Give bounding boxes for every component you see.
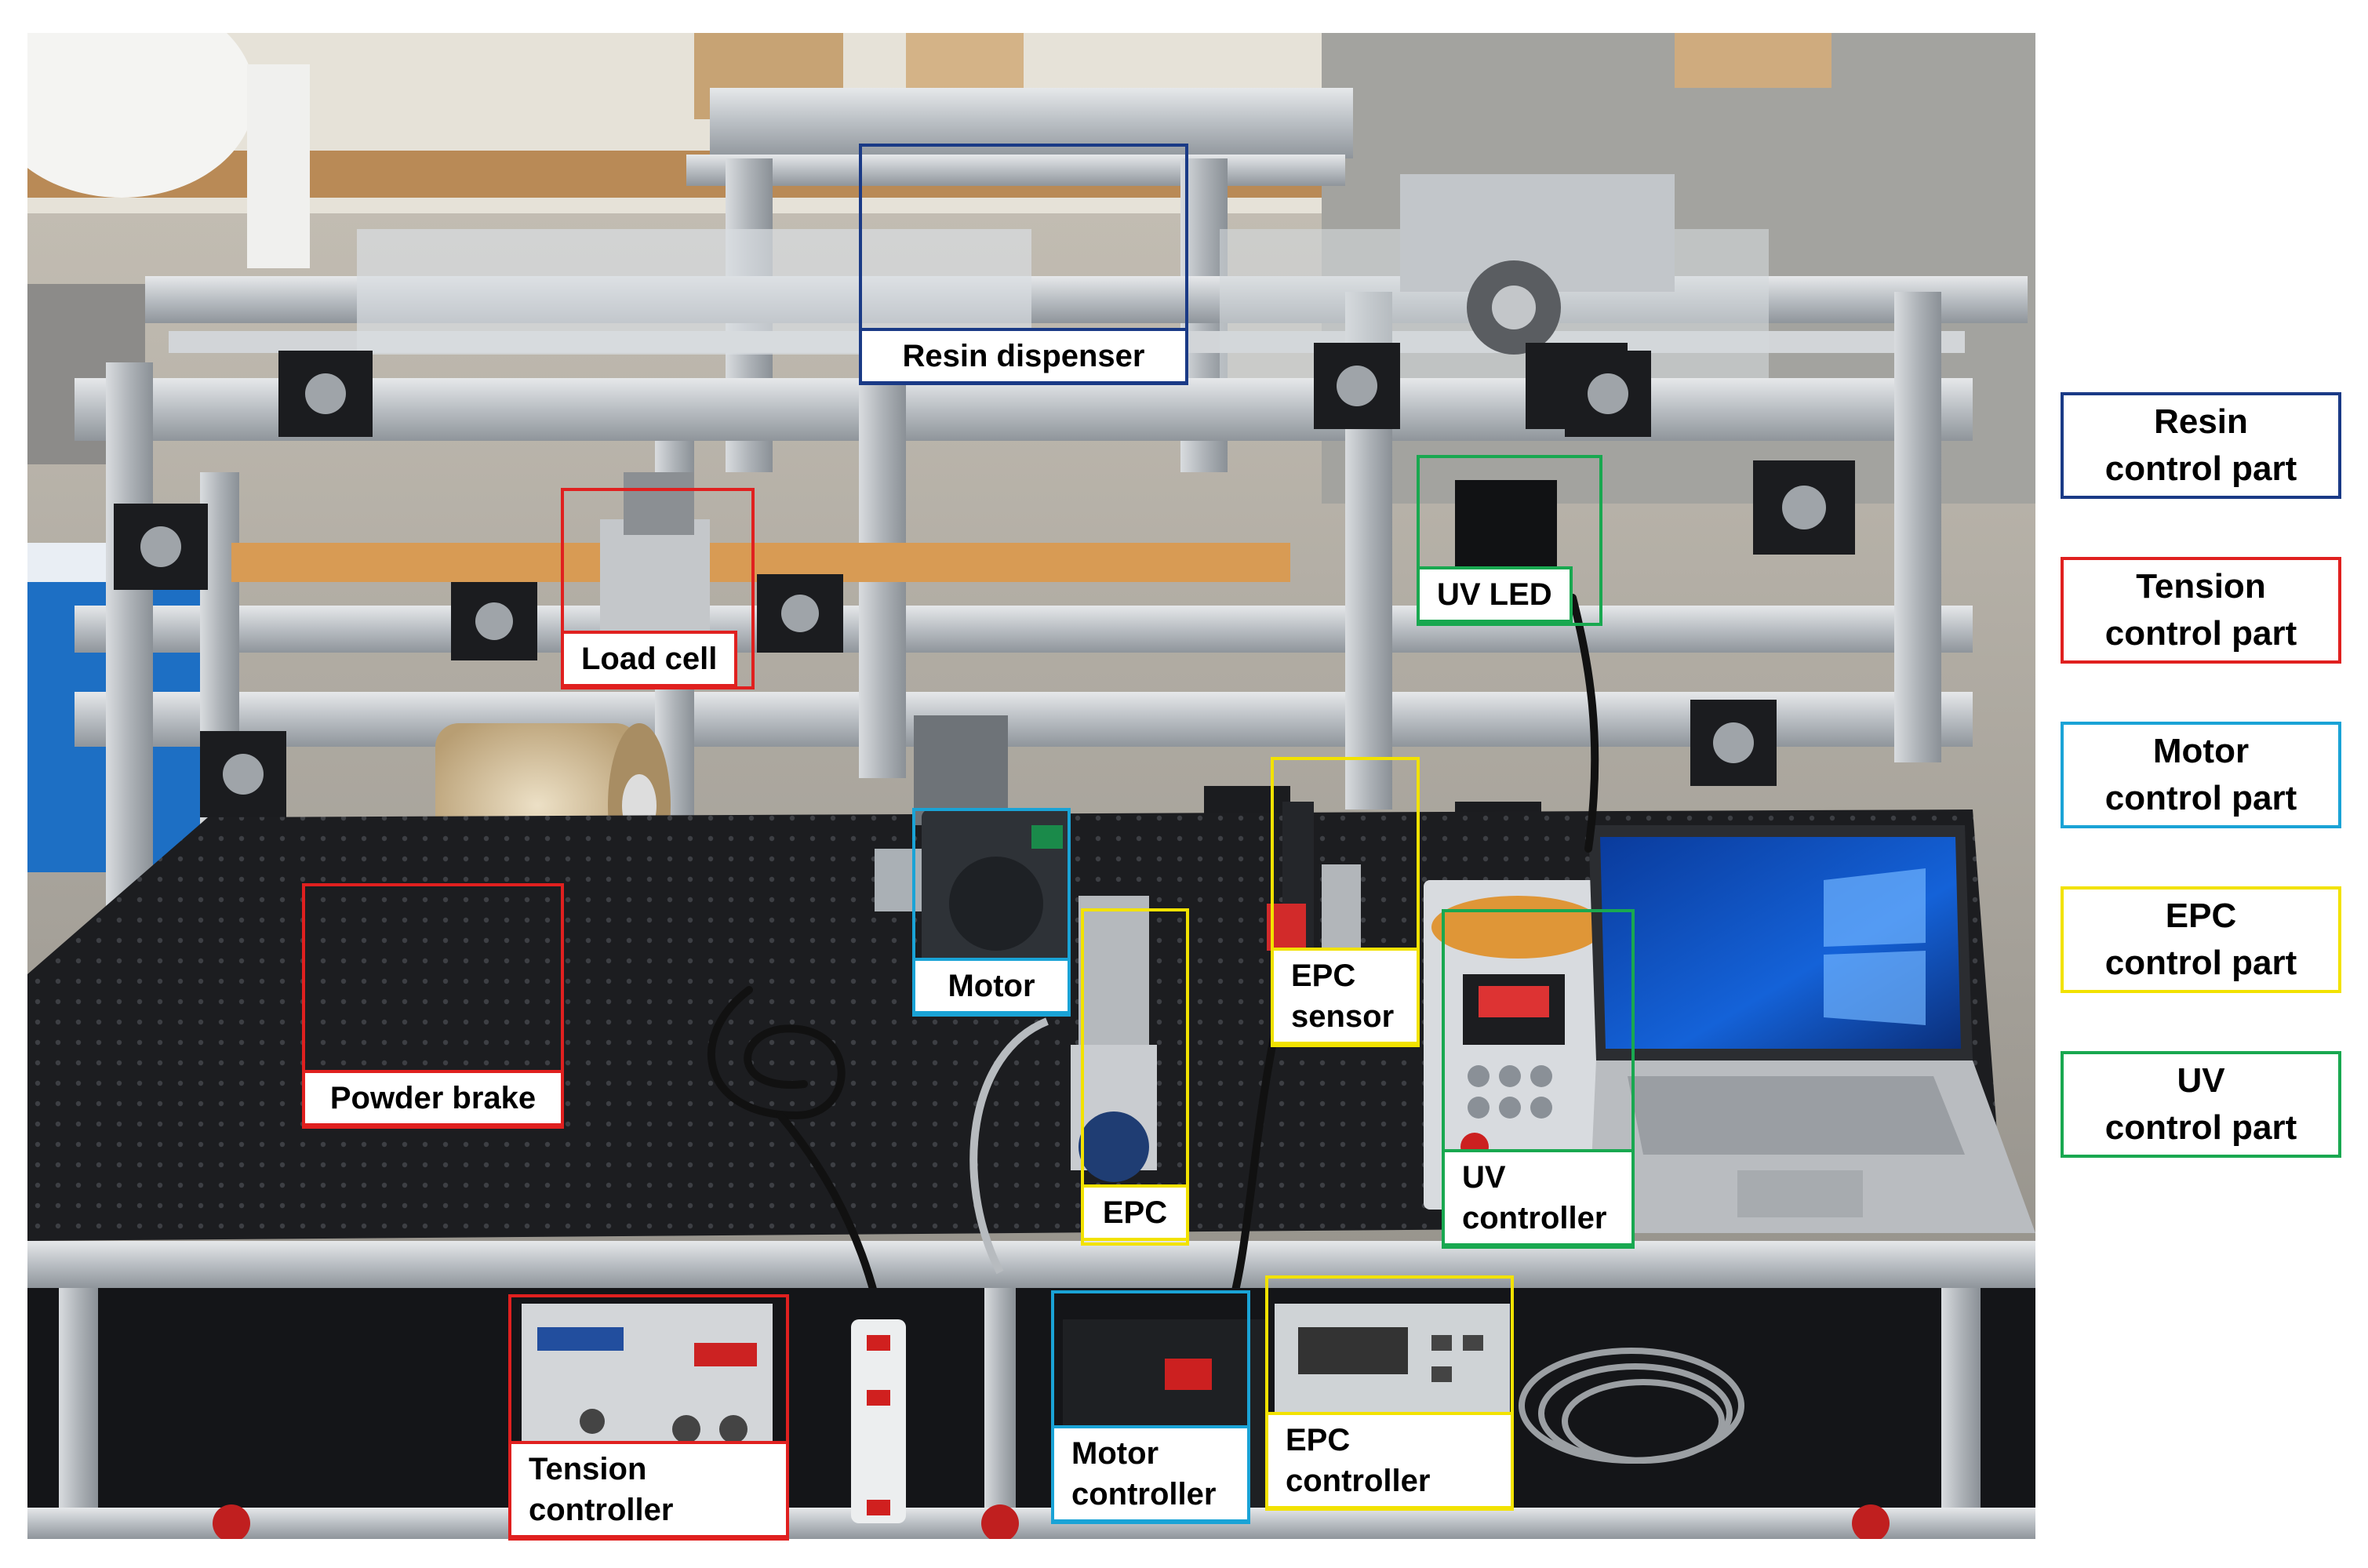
tension-controller-text-2: controller bbox=[529, 1493, 674, 1527]
tension-controller-frame bbox=[508, 1294, 789, 1541]
legend-resin-line1: Resin bbox=[2154, 402, 2248, 441]
motor-frame bbox=[912, 808, 1071, 1017]
epc-controller-text-1: EPC bbox=[1286, 1423, 1351, 1457]
epc-sensor-frame bbox=[1271, 757, 1420, 1047]
load-cell-label: Load cell bbox=[561, 631, 738, 687]
uv-led-label: UV LED bbox=[1417, 566, 1573, 623]
uv-led-frame bbox=[1417, 455, 1602, 626]
motor-controller-text-1: Motor bbox=[1071, 1436, 1159, 1471]
legend-tension-line2: control part bbox=[2104, 614, 2297, 653]
epc-controller-frame bbox=[1265, 1275, 1514, 1511]
legend-tension: Tension control part bbox=[2061, 557, 2341, 664]
epc-label: EPC bbox=[1081, 1184, 1189, 1241]
legend-epc-line2: control part bbox=[2104, 944, 2297, 982]
load-cell-text: Load cell bbox=[581, 642, 718, 676]
legend-motor: Motor control part bbox=[2061, 722, 2341, 828]
motor-controller-label: Motor controller bbox=[1051, 1425, 1250, 1523]
tension-controller-label: Tension controller bbox=[508, 1441, 789, 1538]
tension-controller-text-1: Tension bbox=[529, 1452, 647, 1486]
powder-brake-text: Powder brake bbox=[329, 1081, 537, 1115]
legend-tension-line1: Tension bbox=[2136, 567, 2266, 606]
uv-controller-label: UV controller bbox=[1442, 1149, 1635, 1246]
legend-uv: UV control part bbox=[2061, 1051, 2341, 1158]
load-cell-frame bbox=[561, 488, 755, 689]
uv-controller-text-1: UV bbox=[1462, 1160, 1506, 1195]
motor-controller-frame bbox=[1051, 1290, 1250, 1524]
legend-resin: Resin control part bbox=[2061, 392, 2341, 499]
powder-brake-frame bbox=[302, 883, 564, 1129]
uv-led-text: UV LED bbox=[1437, 577, 1552, 612]
epc-text: EPC bbox=[1102, 1195, 1168, 1230]
epc-controller-label: EPC controller bbox=[1265, 1412, 1514, 1509]
motor-label: Motor bbox=[912, 958, 1071, 1014]
motor-text: Motor bbox=[948, 969, 1035, 1003]
legend-motor-line2: control part bbox=[2104, 779, 2297, 817]
legend-motor-line1: Motor bbox=[2152, 732, 2250, 770]
uv-controller-text-2: controller bbox=[1462, 1201, 1607, 1235]
resin-dispenser-text: Resin dispenser bbox=[902, 339, 1145, 373]
resin-dispenser-label: Resin dispenser bbox=[859, 328, 1188, 384]
roll-to-roll-machine-photo bbox=[27, 33, 2035, 1539]
epc-frame bbox=[1081, 908, 1189, 1246]
powder-brake-label: Powder brake bbox=[302, 1070, 564, 1126]
legend-uv-line1: UV bbox=[2177, 1061, 2225, 1100]
epc-controller-text-2: controller bbox=[1286, 1464, 1431, 1498]
legend-uv-line2: control part bbox=[2104, 1108, 2297, 1147]
legend-resin-line2: control part bbox=[2104, 449, 2297, 488]
motor-controller-text-2: controller bbox=[1071, 1477, 1217, 1512]
epc-sensor-label: EPC sensor bbox=[1271, 948, 1420, 1045]
legend-epc-line1: EPC bbox=[2165, 897, 2237, 935]
epc-sensor-text-2: sensor bbox=[1291, 999, 1395, 1034]
uv-controller-frame bbox=[1442, 909, 1635, 1249]
legend-epc: EPC control part bbox=[2061, 886, 2341, 993]
epc-sensor-text-1: EPC bbox=[1291, 959, 1356, 993]
